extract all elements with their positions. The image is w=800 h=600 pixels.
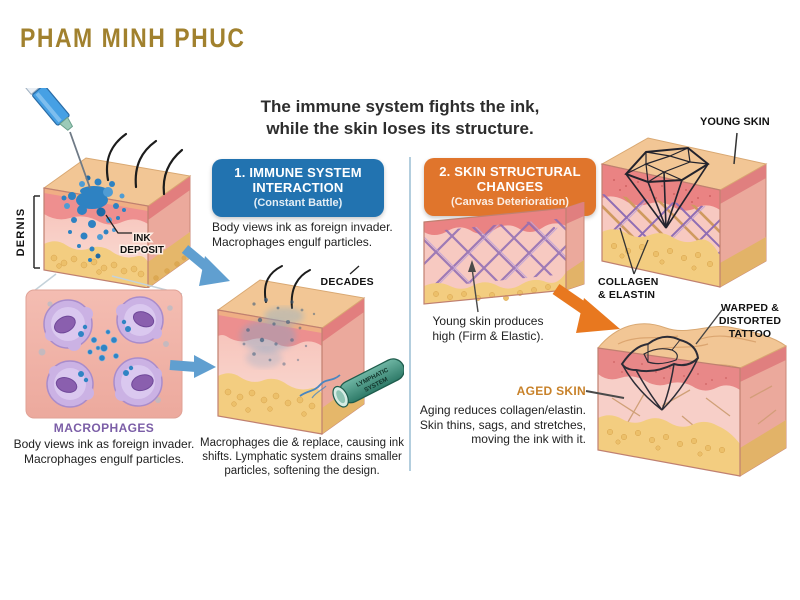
arrow-down-right-icon <box>181 245 230 286</box>
young-skin-label: YOUNG SKIN <box>700 116 770 128</box>
aged-skin-label-pointer <box>585 390 625 399</box>
section-divider <box>409 157 411 471</box>
ink-deposit-label: INK DEPOSIT <box>119 232 166 258</box>
warped-tattoo-diamond <box>620 335 700 411</box>
young-skin-label-pointer <box>733 132 738 165</box>
title-line-1: The immune system fights the ink, <box>260 97 540 116</box>
epidermis-dots <box>613 179 711 203</box>
skin-block-aged-illustration <box>597 309 787 477</box>
badge-immune-system: 1. IMMUNE SYSTEM INTERACTION (Constant B… <box>212 159 384 217</box>
svg-text:DEPOSIT: DEPOSIT <box>120 245 164 256</box>
fading-caption: Macrophages die & replace, causing ink s… <box>200 437 404 478</box>
lymphatic-tube: LYMPHATIC SYSTEM <box>332 358 404 408</box>
ink-splat <box>61 175 126 262</box>
macrophage-cell <box>113 357 163 407</box>
warped-distorted-label: WARPED & DISTORTED TATTOO <box>718 302 782 341</box>
badge-immune-title: 1. IMMUNE SYSTEM INTERACTION <box>234 165 362 195</box>
macrophage-cell <box>43 299 93 351</box>
svg-text:INK: INK <box>133 233 151 244</box>
arrow-right-icon <box>169 355 216 378</box>
title-line-2: while the skin loses its structure. <box>266 119 534 139</box>
hairs <box>105 132 184 196</box>
macrophage-closeup-illustration <box>25 289 183 419</box>
young-produces-caption: Young skin produces high (Firm & Elastic… <box>432 314 544 343</box>
immune-caption: Body views ink as foreign invader. Macro… <box>212 220 393 249</box>
syringe-icon <box>24 88 91 189</box>
tattoo-diamond <box>624 146 710 229</box>
ink-deposit-pointer-line <box>105 214 132 234</box>
badge-structural-title: 2. SKIN STRUCTURAL CHANGES <box>439 164 581 194</box>
aged-skin-caption: Aging reduces collagen/elastin. Skin thi… <box>419 403 586 447</box>
page-title: The immune system fights the ink, while … <box>228 96 572 141</box>
debris-dots <box>38 301 173 403</box>
young-skin-pointer-line <box>471 267 479 313</box>
macrophages-caption: Body views ink as foreign invader. Macro… <box>13 437 195 466</box>
macrophage-cell <box>46 360 94 408</box>
decades-tick <box>349 265 360 275</box>
pointer-arrowhead <box>468 260 476 272</box>
macrophages-label: MACROPHAGES <box>53 421 155 435</box>
decades-label: DECADES <box>321 276 374 288</box>
badge-structural-subtitle: (Canvas Deterioration) <box>451 195 569 208</box>
ink-particles <box>87 329 119 362</box>
collagen-elastin-label: COLLAGEN & ELASTIN <box>598 276 659 302</box>
skin-block-young-illustration <box>600 132 768 288</box>
faded-ink <box>240 298 316 368</box>
aged-skin-label: AGED SKIN <box>516 384 586 398</box>
skin-block-fading-illustration: LYMPHATIC SYSTEM DECADES <box>216 265 404 435</box>
fat-bumps <box>50 254 187 281</box>
dermis-label: DERNIS <box>15 208 27 257</box>
arrow-orange-down-right-icon <box>552 284 620 333</box>
brand-logo: PHAM MINH PHUC <box>20 22 246 53</box>
skin-block-collagen-illustration <box>423 202 585 313</box>
warped-label-pointer <box>695 309 723 345</box>
skin-block-injection-illustration: DERNIS INK DEPOSIT <box>15 88 192 288</box>
dermis-bracket <box>33 195 40 269</box>
badge-immune-subtitle: (Constant Battle) <box>253 196 343 209</box>
macrophage-cell <box>116 296 164 344</box>
badge-skin-structural: 2. SKIN STRUCTURAL CHANGES (Canvas Deter… <box>424 158 596 216</box>
collagen-label-pointers <box>619 227 649 275</box>
lymph-vessel <box>299 374 341 397</box>
skin-cube <box>42 157 192 288</box>
lymph-vessel-branch <box>311 385 327 399</box>
